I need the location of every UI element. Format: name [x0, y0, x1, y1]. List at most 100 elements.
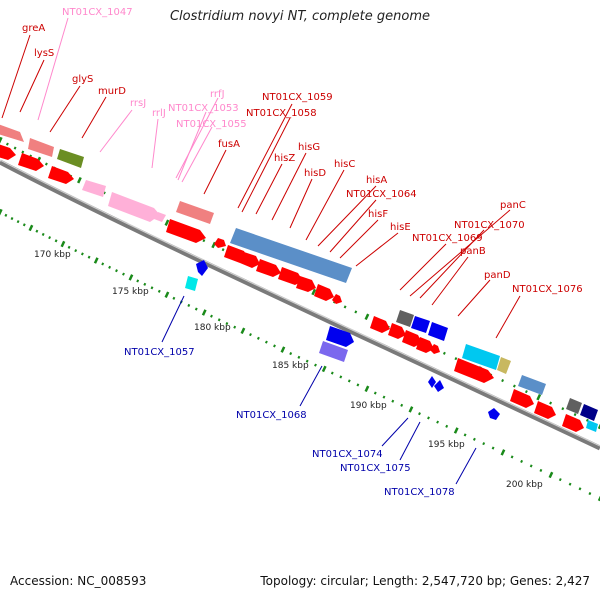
- outer-tick-11: [67, 245, 71, 249]
- gene-label-rrfJ: rrfJ: [210, 89, 225, 100]
- gene-feature-rrna-2: [108, 192, 160, 222]
- outer-tick-72: [568, 482, 572, 486]
- gene-label-panC: panC: [500, 200, 526, 211]
- leader-lines: [1, 17, 521, 485]
- outer-tick-17: [108, 265, 112, 269]
- leader-line-hisD: [289, 178, 313, 229]
- gene-arrow-blue-2: [326, 326, 354, 347]
- outer-tick-30: [201, 309, 207, 316]
- gene-feature-gray: [396, 310, 414, 327]
- inner-tick-53: [512, 384, 516, 388]
- gene-feature-cyan-1: [462, 344, 500, 370]
- gene-arrow-blue-4: [434, 380, 444, 392]
- outer-tick-55: [408, 406, 414, 413]
- gene-label-NT01CX_1059: NT01CX_1059: [262, 92, 333, 103]
- outer-tick-54: [400, 403, 404, 407]
- outer-tick-65: [500, 449, 506, 456]
- gene-arrow-red-3: [48, 166, 74, 184]
- outer-tick-0: [0, 208, 3, 216]
- gene-arrow-blue-5: [488, 408, 500, 420]
- inner-tick-52: [501, 378, 505, 383]
- inner-tick-40: [364, 313, 370, 321]
- outer-tick-10: [60, 240, 66, 248]
- outer-tick-67: [520, 459, 524, 463]
- gene-arrow-red-11: [314, 284, 334, 301]
- gene-labels-lower: NT01CX_1057 NT01CX_1068 NT01CX_1074 NT01…: [124, 347, 455, 498]
- outer-tick-63: [482, 442, 486, 446]
- leader-line-hisC: [305, 169, 345, 241]
- inner-tick-47: [442, 351, 446, 355]
- topology-text: Topology: circular; Length: 2,547,720 bp…: [260, 574, 590, 588]
- kbp-label-180: 180 kbp: [194, 323, 231, 333]
- gene-arrow-red-5: [214, 238, 226, 248]
- leader-line-1058: [241, 117, 291, 213]
- leader-line-1064: [329, 199, 377, 253]
- gene-feature-salmon-1: [0, 124, 24, 142]
- gene-arrow-red-19: [510, 389, 534, 408]
- leader-line-1078: [455, 447, 477, 485]
- inner-tick-2: [13, 146, 17, 150]
- outer-tick-51: [373, 391, 377, 395]
- outer-tick-9: [54, 239, 58, 243]
- outer-tick-13: [80, 252, 84, 256]
- leader-line-rrfJ: [175, 97, 219, 179]
- gene-arrow-red-15: [402, 330, 422, 347]
- outer-tick-62: [472, 437, 476, 441]
- gene-label-NT01CX_1064: NT01CX_1064: [346, 189, 417, 200]
- gene-label-NT01CX_1055: NT01CX_1055: [176, 119, 247, 130]
- gene-label-NT01CX_1053: NT01CX_1053: [168, 103, 239, 114]
- leader-line-1055: [181, 126, 213, 183]
- outer-tick-64: [491, 446, 495, 450]
- outer-tick-46: [330, 371, 334, 375]
- gene-feature-gray-2: [566, 398, 582, 414]
- gene-arrow-red-1: [0, 144, 16, 160]
- outer-tick-71: [558, 478, 562, 482]
- leader-line-hisA: [317, 185, 377, 247]
- gene-arrow-red-17: [430, 344, 440, 354]
- leader-line-1053: [177, 111, 207, 181]
- gene-arrow-blue-3: [428, 376, 436, 388]
- outer-tick-37: [256, 336, 260, 340]
- inner-tick-10: [77, 176, 82, 184]
- gene-label-greA: greA: [22, 23, 45, 34]
- leader-line-hisZ: [255, 163, 283, 215]
- outer-tick-33: [225, 321, 229, 326]
- gene-feature-cyan-3: [185, 276, 198, 291]
- gene-feature-salmon-3: [176, 201, 214, 224]
- leader-line-hisF: [339, 219, 379, 259]
- gene-features: [0, 124, 598, 432]
- outer-tick-59: [445, 424, 449, 428]
- inner-tick-48: [454, 357, 458, 361]
- gene-label-hisA: hisA: [366, 175, 387, 186]
- outer-tick-18: [115, 269, 118, 273]
- gene-arrow-red-9: [278, 267, 303, 285]
- outer-tick-36: [249, 333, 252, 337]
- outer-tick-16: [101, 262, 105, 266]
- gene-arrow-red-2: [18, 153, 44, 171]
- leader-line-greA: [1, 34, 31, 119]
- leader-line-1068: [299, 365, 323, 407]
- gene-labels-upper: greA lysS NT01CX_1047 glyS murD rrsJ rrl…: [22, 7, 583, 295]
- gene-arrow-red-14: [388, 323, 406, 339]
- outer-tick-22: [143, 282, 147, 286]
- gene-arrow-red-4: [166, 219, 206, 243]
- outer-tick-21: [136, 279, 140, 283]
- outer-tick-23: [150, 286, 154, 290]
- leader-line-rrsJ: [99, 109, 133, 153]
- leader-line-lysS: [19, 59, 45, 113]
- gene-label-hisF: hisF: [368, 209, 388, 220]
- outer-tick-47: [339, 375, 343, 379]
- gene-arrow-red-18: [454, 358, 494, 383]
- gene-feature-steelblue: [518, 375, 546, 395]
- outer-tick-20: [128, 274, 134, 281]
- outer-tick-70: [548, 471, 554, 479]
- gene-label-NT01CX_1075: NT01CX_1075: [340, 463, 411, 474]
- gene-label-NT01CX_1068: NT01CX_1068: [236, 410, 307, 421]
- gene-label-hisG: hisG: [298, 142, 320, 153]
- outer-tick-15: [93, 257, 99, 264]
- outer-tick-7: [41, 232, 45, 236]
- leader-line-panB: [431, 256, 469, 306]
- gene-label-murD: murD: [98, 86, 126, 97]
- gene-feature-cyan-2: [586, 420, 598, 432]
